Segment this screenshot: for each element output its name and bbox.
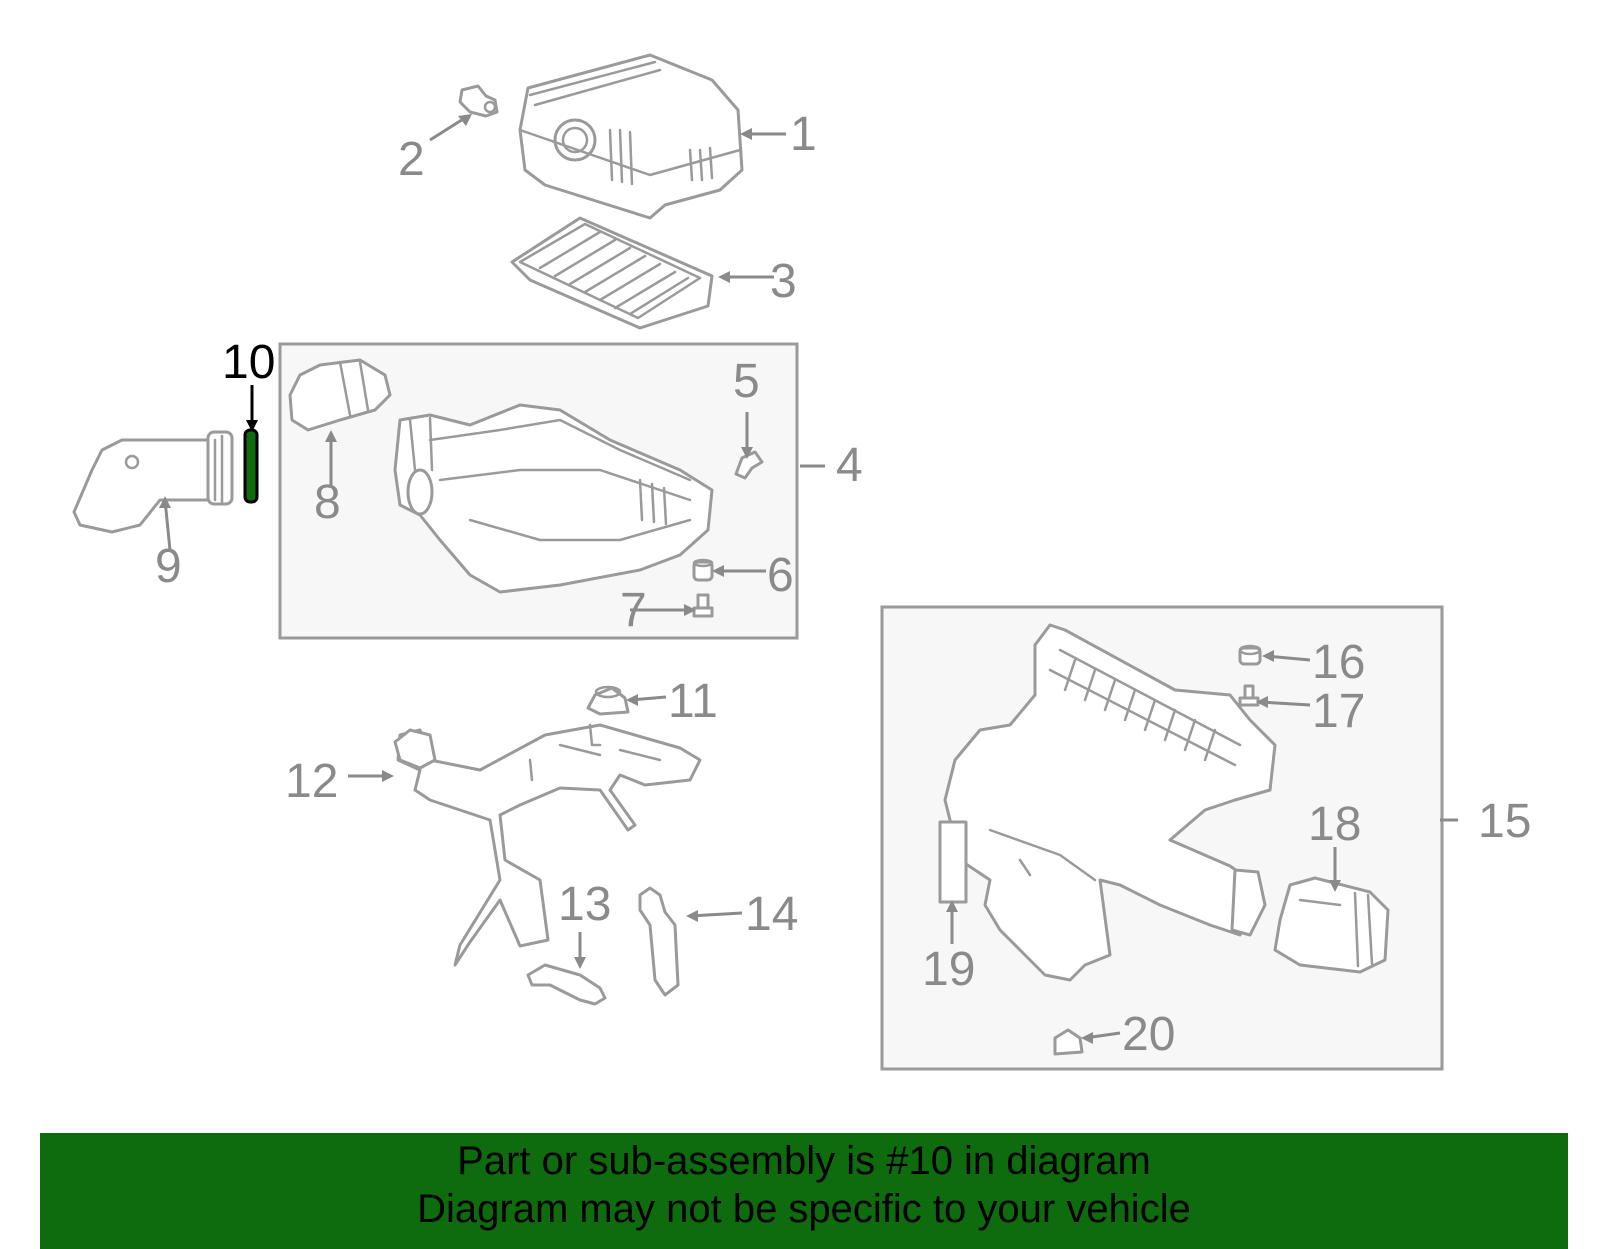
callout-11[interactable]: 11 xyxy=(668,675,718,728)
part-15-housing-assembly[interactable] xyxy=(943,623,1277,982)
callout-13[interactable]: 13 xyxy=(558,878,611,931)
callout-1[interactable]: 1 xyxy=(790,108,817,161)
part-13-support[interactable] xyxy=(526,963,607,1006)
info-banner: Part or sub-assembly is #10 in diagram D… xyxy=(40,1133,1568,1249)
part-5-clip[interactable] xyxy=(734,450,764,480)
callout-16[interactable]: 16 xyxy=(1312,636,1365,689)
callout-18[interactable]: 18 xyxy=(1308,798,1361,851)
part-16-grommet[interactable] xyxy=(1238,644,1262,666)
callout-6[interactable]: 6 xyxy=(767,549,794,602)
part-10-seal[interactable] xyxy=(243,428,259,504)
part-6-grommet[interactable] xyxy=(692,558,714,582)
callout-14[interactable]: 14 xyxy=(745,888,798,941)
callout-7[interactable]: 7 xyxy=(620,584,647,637)
part-4-housing[interactable] xyxy=(393,403,714,594)
part-8-duct[interactable] xyxy=(288,358,392,432)
callout-9[interactable]: 9 xyxy=(155,540,182,593)
callout-17[interactable]: 17 xyxy=(1312,685,1365,738)
banner-line-2: Diagram may not be specific to your vehi… xyxy=(417,1187,1191,1231)
callout-20[interactable]: 20 xyxy=(1122,1008,1175,1061)
part-20-grommet[interactable] xyxy=(1053,1028,1084,1056)
part-1-cover[interactable] xyxy=(518,53,744,220)
part-19-pad[interactable] xyxy=(938,820,968,904)
part-18-duct[interactable] xyxy=(1273,876,1390,974)
part-2-sensor[interactable] xyxy=(458,84,499,118)
part-11-mount[interactable] xyxy=(586,685,630,716)
callout-3[interactable]: 3 xyxy=(770,255,797,308)
part-7-bolt[interactable] xyxy=(692,593,714,618)
banner-line-1: Part or sub-assembly is #10 in diagram xyxy=(457,1139,1151,1183)
arrowhead-10 xyxy=(246,420,258,432)
callout-2[interactable]: 2 xyxy=(398,133,425,186)
callout-8[interactable]: 8 xyxy=(314,476,341,529)
part-14-stay[interactable] xyxy=(638,886,680,997)
callout-4[interactable]: 4 xyxy=(836,439,863,492)
callout-5[interactable]: 5 xyxy=(733,355,760,408)
callout-15[interactable]: 15 xyxy=(1478,795,1531,848)
part-12-bracket[interactable] xyxy=(393,723,702,967)
part-9-tube[interactable] xyxy=(72,430,234,534)
callout-19[interactable]: 19 xyxy=(922,943,975,996)
arrowheads xyxy=(159,114,1341,1044)
part-3-filter[interactable] xyxy=(510,216,714,330)
callout-labels: 1 2 3 4 5 6 7 8 9 10 11 12 13 14 15 16 1… xyxy=(155,108,1531,1061)
callout-12[interactable]: 12 xyxy=(285,755,338,808)
callout-10[interactable]: 10 xyxy=(222,336,275,389)
